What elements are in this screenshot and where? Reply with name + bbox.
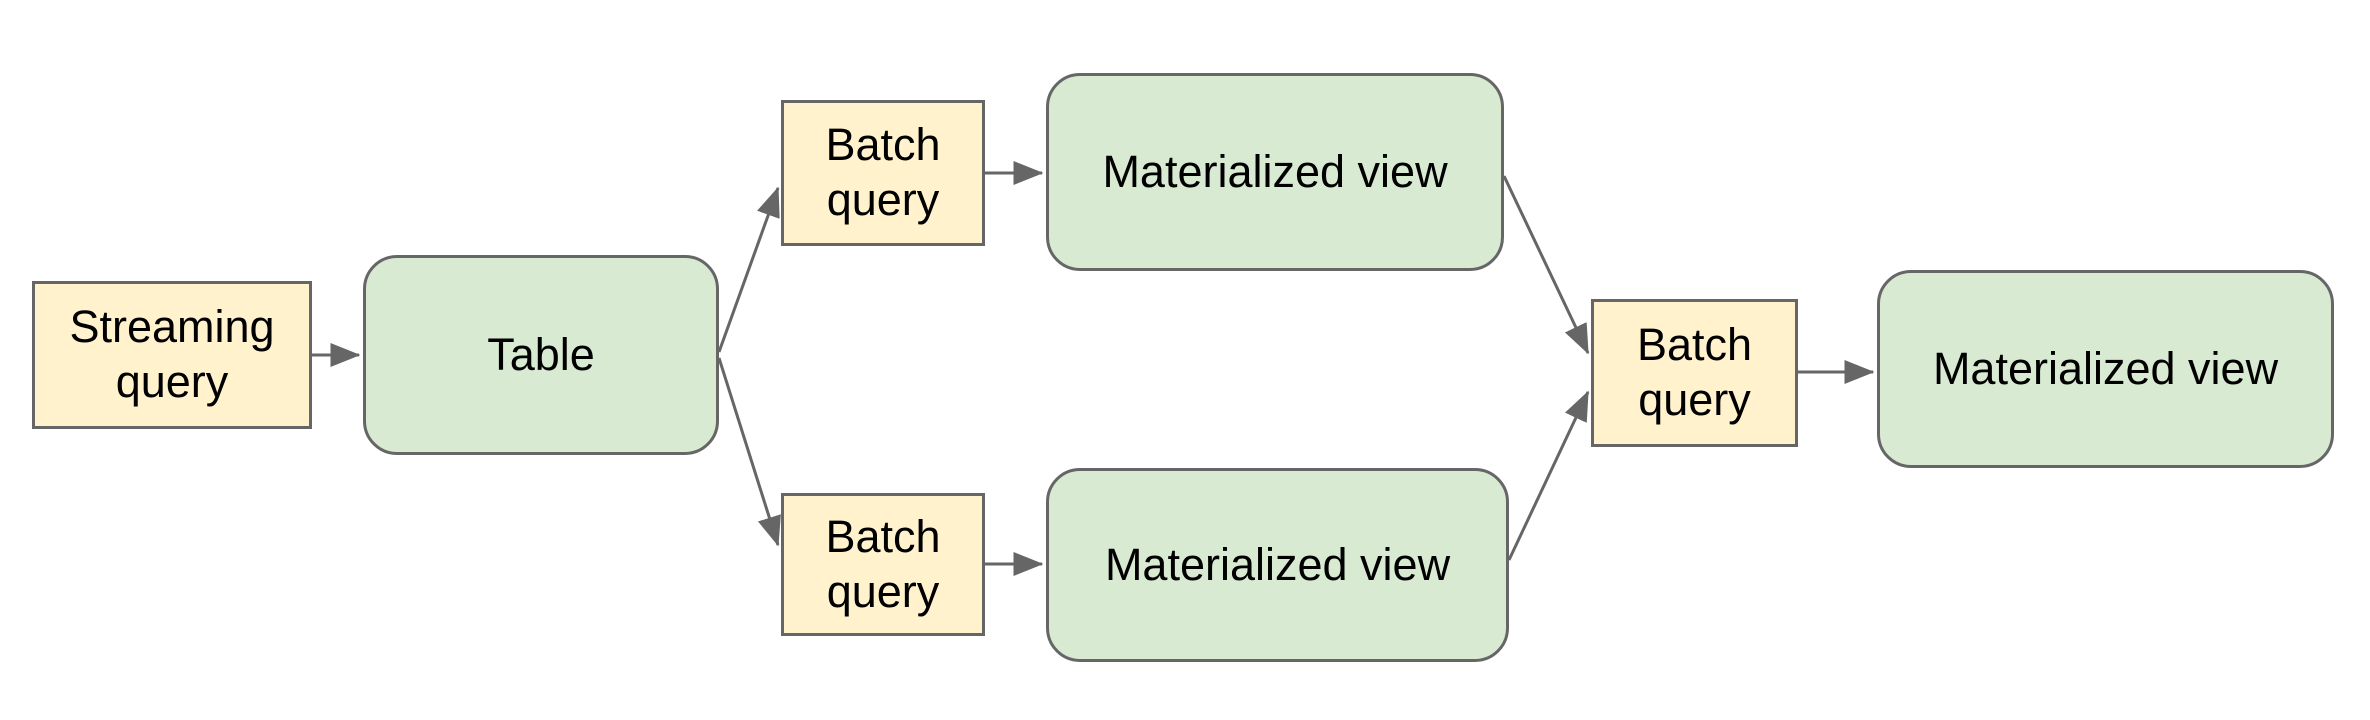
node-streaming-query: Streaming query (32, 281, 312, 429)
node-materialized-view-bottom: Materialized view (1046, 468, 1509, 662)
edge-table-to-batch-bottom (717, 357, 781, 547)
node-table: Table (363, 255, 719, 455)
node-label: Batch query (1636, 319, 1753, 425)
node-batch-query-top: Batch query (781, 100, 985, 246)
node-materialized-view-top: Materialized view (1046, 73, 1504, 271)
node-label: Table (487, 328, 595, 380)
node-batch-query-bottom: Batch query (781, 493, 985, 636)
node-materialized-view-final: Materialized view (1877, 270, 2334, 468)
node-label: Batch query (825, 510, 941, 617)
node-label: Materialized view (1102, 145, 1448, 197)
node-batch-query-merge: Batch query (1591, 299, 1798, 447)
edge-mv-bottom-to-batch-merge (1507, 390, 1590, 561)
edge-mv-top-to-batch-merge (1502, 175, 1590, 355)
node-label: Batch query (825, 119, 941, 225)
node-label: Materialized view (1932, 342, 2279, 394)
edge-table-to-batch-top (717, 186, 780, 353)
node-label: Streaming query (69, 301, 275, 407)
node-label: Materialized view (1104, 538, 1451, 590)
